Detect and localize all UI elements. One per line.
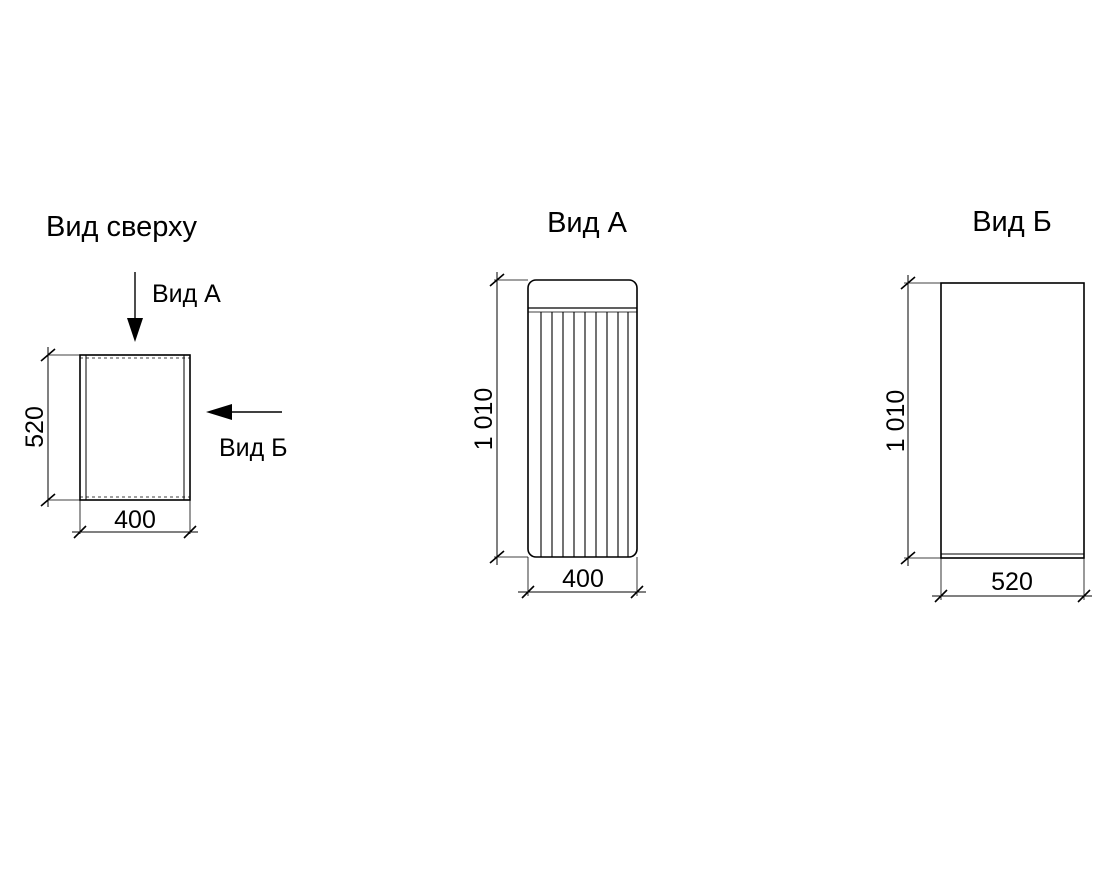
view-a-arrow [127,272,143,342]
view-b-width-dimension [932,558,1092,603]
view-a-height-dimension [489,272,528,565]
arrowhead-down-icon [127,318,143,342]
view-a: Вид А 1 010 [470,207,646,599]
view-b-outline [940,282,1085,559]
view-b-arrow [206,404,282,420]
view-a-width-value: 400 [562,565,604,593]
top-view-title: Вид сверху [46,211,198,243]
top-view-outline [79,354,191,501]
top-view: Вид сверху Вид А Вид Б 520 [21,211,288,539]
arrowhead-left-icon [206,404,232,420]
view-b: Вид Б 1 010 520 [882,206,1092,603]
view-a-height-value: 1 010 [470,388,498,451]
view-b-title: Вид Б [972,206,1052,238]
view-b-arrow-label: Вид Б [219,434,288,462]
view-a-title: Вид А [547,207,628,239]
top-width-value: 400 [114,506,156,534]
view-a-outline [527,279,638,558]
top-depth-dimension [40,347,80,507]
view-b-height-dimension [900,275,941,566]
top-depth-value: 520 [21,406,49,448]
top-width-dimension [72,500,198,539]
view-b-width-value: 520 [991,568,1033,596]
view-b-height-value: 1 010 [882,390,910,453]
view-a-width-dimension [518,557,646,599]
view-a-slats [540,312,629,557]
view-a-arrow-label: Вид А [152,280,221,308]
